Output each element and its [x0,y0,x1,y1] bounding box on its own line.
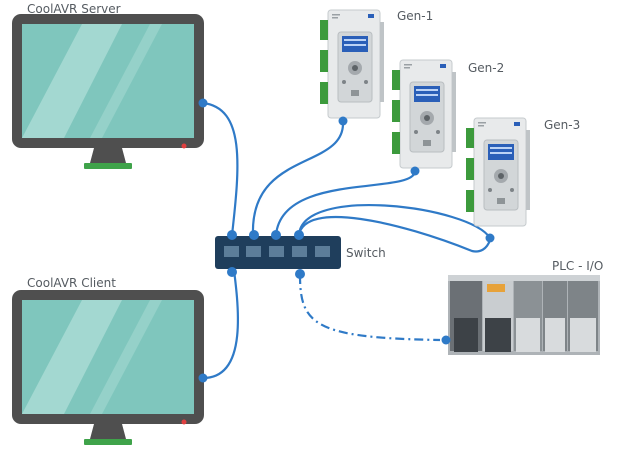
client-monitor [12,290,204,445]
cable-server-switch [202,101,239,236]
cable-gen3-switch [297,204,491,239]
gen2-label: Gen-2 [468,61,505,75]
generator-2 [391,59,457,169]
gen3-label: Gen-3 [544,118,581,132]
plc-label: PLC - I/O [552,259,604,273]
network-cables [202,101,492,380]
cable-gen2-switch [274,171,417,236]
server-label: CoolAVR Server [27,2,121,16]
cable-switch-plc [298,274,441,342]
cable-gen1-switch [251,121,345,236]
client-label: CoolAVR Client [27,276,116,290]
connectors [198,98,495,383]
generator-3 [465,117,531,227]
switch-label: Switch [346,246,386,260]
server-monitor [12,14,204,169]
generator-1 [319,9,385,119]
network-switch [215,236,341,269]
plc-rack [448,275,600,355]
gen1-label: Gen-1 [397,9,434,23]
cable-gen3-switch-return [297,216,492,253]
